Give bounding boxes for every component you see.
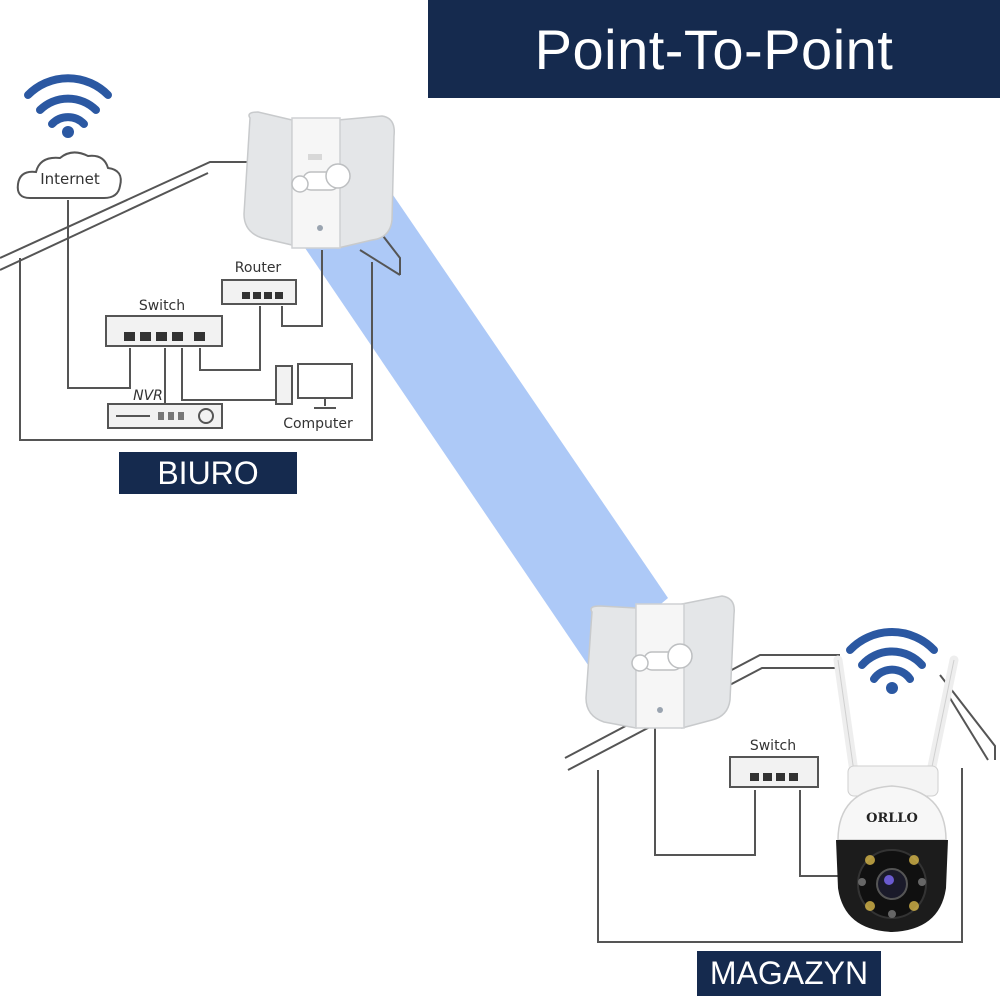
- office-house: [0, 161, 401, 441]
- cloud-icon: Internet: [16, 151, 122, 199]
- computer-icon: Computer: [275, 363, 353, 432]
- wifi-icon-warehouse: [846, 628, 938, 694]
- nvr-icon: NVR: [107, 388, 223, 429]
- office-site-label-text: BIURO: [157, 454, 259, 491]
- antenna-icon-office: [243, 111, 395, 249]
- office-cables: [67, 200, 323, 404]
- warehouse-site-label-text: MAGAZYN: [709, 955, 869, 991]
- warehouse-site-label: MAGAZYN: [697, 951, 881, 996]
- office-switch-icon: Switch: [105, 298, 223, 347]
- router-label: Router: [235, 260, 282, 276]
- camera-brand: ORLLO: [866, 811, 918, 826]
- page-title: Point-To-Point: [534, 17, 894, 81]
- antenna-icon-warehouse: [585, 595, 735, 729]
- wifi-icon: [24, 74, 112, 138]
- warehouse-cables: [654, 728, 840, 877]
- title-banner: Point-To-Point: [428, 0, 1000, 98]
- office-site-label: BIURO: [119, 452, 297, 494]
- office-switch-label: Switch: [139, 298, 185, 314]
- camera-icon: ORLLO: [833, 655, 959, 932]
- internet-label: Internet: [40, 170, 100, 188]
- router-icon: Router: [221, 260, 297, 305]
- computer-label: Computer: [283, 416, 353, 432]
- link-beam: [303, 195, 668, 665]
- warehouse-switch-icon: Switch: [729, 738, 819, 788]
- nvr-label: NVR: [133, 388, 163, 404]
- warehouse-switch-label: Switch: [750, 738, 796, 754]
